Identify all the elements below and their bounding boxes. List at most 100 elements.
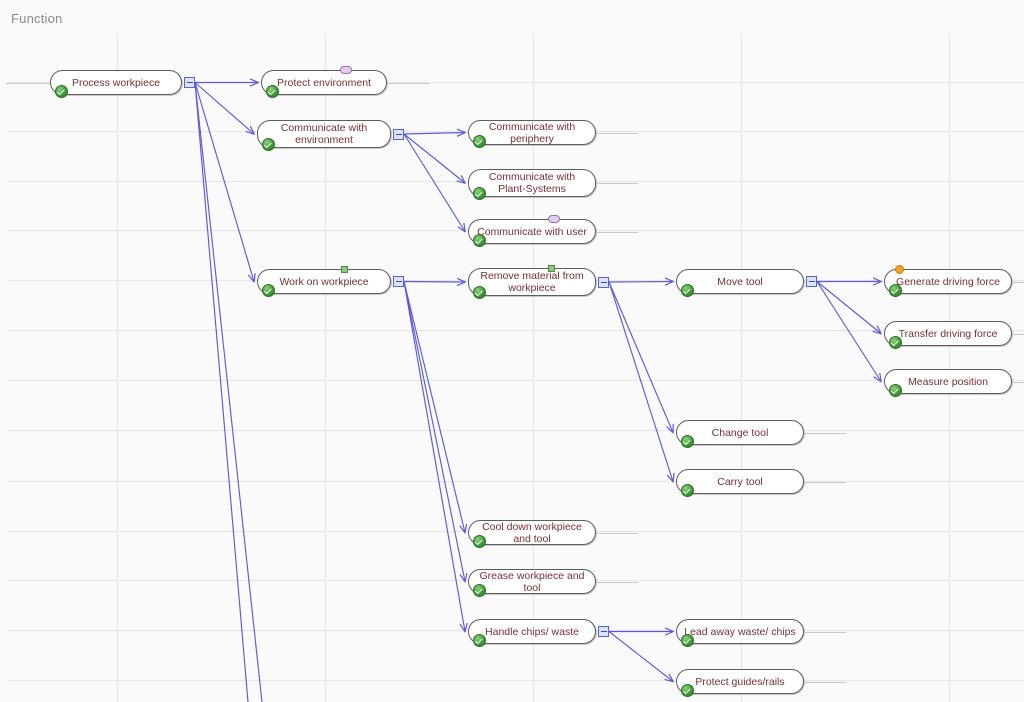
marker-square-icon [341,266,348,273]
status-check-icon [473,584,486,597]
node-label: Lead away waste/ chips [684,625,796,638]
collapse-toggle-move-tool[interactable] [806,276,817,287]
node-generate-driving-force[interactable]: Generate driving force [884,265,1012,297]
node-work-on-workpiece[interactable]: Work on workpiece [257,266,391,297]
node-grease-workpiece[interactable]: Grease workpiece and tool [468,569,596,597]
node-connector-stub [1012,333,1024,335]
edge-work-on-workpiece-to-handle-chips-waste [403,281,465,632]
node-process-workpiece[interactable]: Process workpiece [50,70,182,98]
edge-communicate-environment-to-communicate-plant [403,133,465,183]
edge-remove-material-to-change-tool [608,281,673,433]
status-check-icon [473,234,486,247]
node-lead-away-waste[interactable]: Lead away waste/ chips [676,619,804,647]
status-check-icon [681,634,694,647]
edge-work-on-workpiece-to-grease-workpiece [403,281,465,582]
collapse-toggle-process-workpiece[interactable] [184,77,195,88]
node-label: Process workpiece [71,76,161,89]
node-connector-stub [596,132,638,134]
node-label: Grease workpiece and tool [479,569,585,594]
edge-process-workpiece-to-offscreen-b [194,82,263,702]
node-label: Communicate with user [477,225,587,238]
edge-remove-material-to-move-tool [608,282,673,283]
edge-process-workpiece-to-communicate-environment [194,82,254,135]
node-protect-environment[interactable]: Protect environment [261,66,387,98]
status-check-icon [681,284,694,297]
node-label: Communicate with Plant-Systems [488,171,576,195]
marker-square-icon [548,265,555,272]
node-label: Change tool [711,426,769,439]
edge-communicate-environment-to-communicate-periphery [403,133,465,135]
edge-handle-chips-waste-to-protect-guides-rails [608,631,673,682]
node-connector-stub [804,631,846,633]
node-connector-stub [1012,381,1024,383]
node-label: Remove material from workpiece [480,270,584,294]
status-check-icon [55,85,68,98]
node-connector-stub [804,681,846,683]
node-connector-stub [596,231,638,233]
node-label: Carry tool [717,475,763,488]
collapse-toggle-work-on-workpiece[interactable] [393,276,404,287]
node-label: Generate driving force [896,275,1000,288]
node-communicate-plant[interactable]: Communicate with Plant-Systems [468,169,596,200]
node-move-tool[interactable]: Move tool [676,269,804,297]
node-communicate-periphery[interactable]: Communicate with periphery [468,120,596,148]
status-check-icon [473,535,486,548]
node-label: Work on workpiece [279,275,369,288]
status-check-icon [473,634,486,647]
marker-dot-icon [895,265,904,274]
node-transfer-driving-force[interactable]: Transfer driving force [884,321,1012,349]
node-label: Protect guides/rails [695,675,785,688]
status-check-icon [681,684,694,697]
edge-communicate-environment-to-communicate-user [403,133,465,232]
status-check-icon [262,284,275,297]
node-connector-stub [804,432,846,434]
node-connector-stub [1012,281,1024,283]
edge-work-on-workpiece-to-remove-material [403,282,465,283]
status-check-icon [473,135,486,148]
node-carry-tool[interactable]: Carry tool [676,469,804,497]
marker-pill-icon [340,66,352,74]
edge-move-tool-to-transfer-driving-force [816,281,881,334]
node-handle-chips-waste[interactable]: Handle chips/ waste [468,619,596,647]
node-connector-stub [596,581,638,583]
marker-pill-icon [548,215,560,223]
root-connector-stub [6,82,50,84]
node-connector-stub [387,82,429,84]
node-change-tool[interactable]: Change tool [676,420,804,448]
node-label: Measure position [908,375,988,388]
node-measure-position[interactable]: Measure position [884,369,1012,397]
node-protect-guides-rails[interactable]: Protect guides/rails [676,669,804,697]
node-label: Communicate with environment [280,122,368,146]
node-communicate-user[interactable]: Communicate with user [468,215,596,247]
status-check-icon [473,187,486,200]
collapse-toggle-communicate-environment[interactable] [393,128,404,140]
status-check-icon [889,384,902,397]
edge-work-on-workpiece-to-cool-down [403,281,465,533]
node-label: Move tool [717,275,763,288]
status-check-icon [889,336,902,349]
node-remove-material[interactable]: Remove material from workpiece [468,265,596,299]
node-label: Communicate with periphery [488,120,576,145]
node-connector-stub [596,532,638,534]
node-label: Handle chips/ waste [485,625,579,638]
edge-remove-material-to-carry-tool [608,281,673,482]
node-connector-stub [804,481,846,483]
collapse-toggle-remove-material[interactable] [598,276,609,288]
node-label: Cool down workpiece and tool [482,520,582,545]
edge-process-workpiece-to-work-on-workpiece [194,82,254,282]
node-connector-stub [596,183,638,184]
node-communicate-environment[interactable]: Communicate with environment [257,120,391,151]
node-label: Protect environment [277,76,371,89]
page-title: Function [11,11,63,26]
status-check-icon [681,484,694,497]
collapse-toggle-handle-chips-waste[interactable] [598,626,609,637]
node-label: Transfer driving force [898,327,998,340]
edge-move-tool-to-measure-position [816,281,881,382]
status-check-icon [266,85,279,98]
status-check-icon [262,138,275,151]
node-cool-down[interactable]: Cool down workpiece and tool [468,520,596,548]
status-check-icon [681,435,694,448]
